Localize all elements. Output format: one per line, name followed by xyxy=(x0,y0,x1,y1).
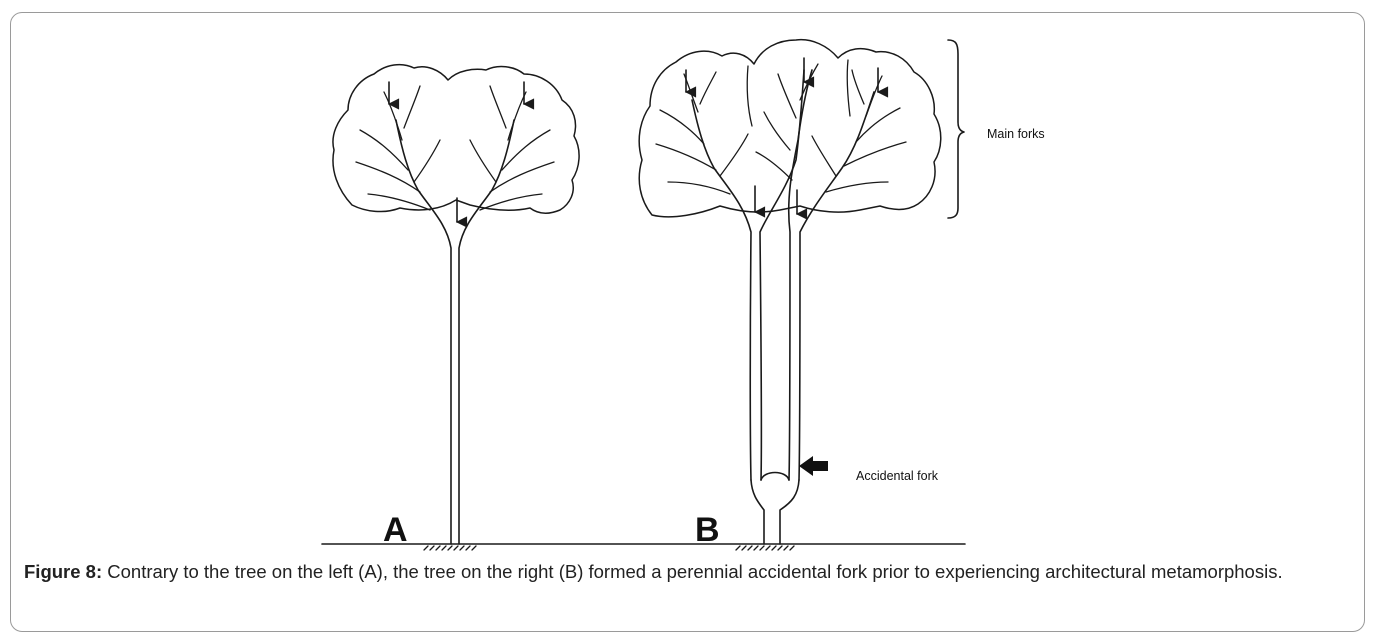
caption-label: Figure 8: xyxy=(24,561,102,582)
figure-caption: Figure 8: Contrary to the tree on the le… xyxy=(24,558,1354,585)
tree-a-label: A xyxy=(383,511,408,549)
caption-text: Contrary to the tree on the left (A), th… xyxy=(102,561,1282,582)
accidental-fork-label: Accidental fork xyxy=(856,469,939,483)
tree-a xyxy=(333,65,579,544)
main-forks-brace xyxy=(948,40,964,218)
ground-line xyxy=(322,544,965,550)
tree-b-label: B xyxy=(695,511,720,549)
main-forks-label: Main forks xyxy=(987,127,1045,141)
tree-a-crown xyxy=(333,65,579,214)
tree-diagram: A B Main forks Accidental fork xyxy=(0,0,1376,560)
accidental-fork-arrow xyxy=(799,456,828,476)
